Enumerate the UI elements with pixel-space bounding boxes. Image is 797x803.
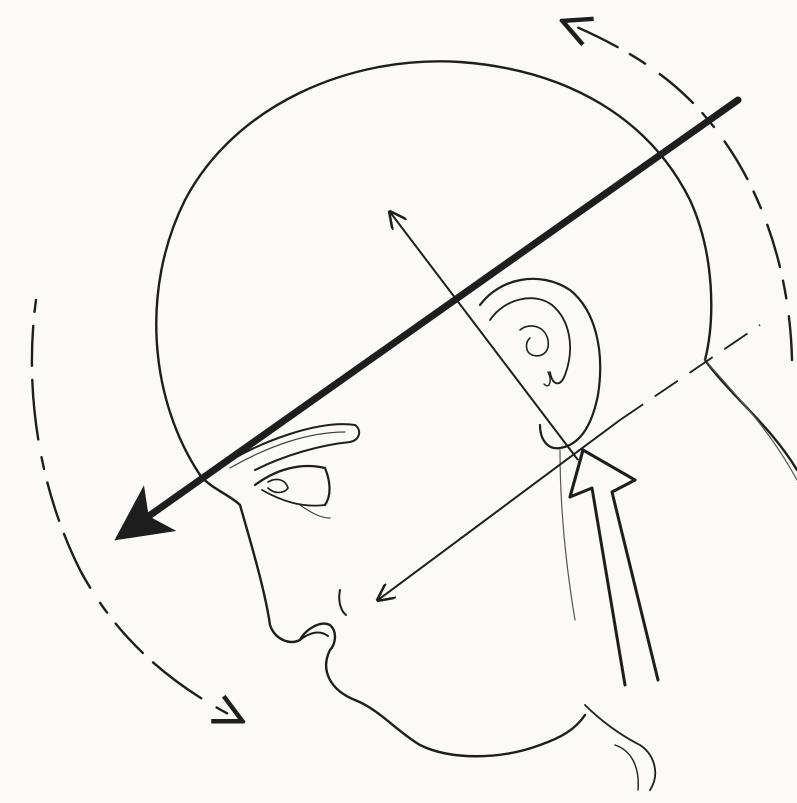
top-rotation-arc: [565, 22, 792, 360]
eyebrow: [215, 424, 359, 470]
lower-axis-dashed-extension: [620, 325, 760, 420]
neck-front-line-2: [615, 745, 638, 790]
ear-concha: [520, 326, 548, 356]
eye-upper-lid: [255, 466, 330, 505]
eye-iris: [268, 480, 288, 493]
jaw-line: [560, 450, 575, 620]
ear-outer: [480, 279, 600, 448]
eye-lower-lid: [262, 490, 325, 506]
ear-inner-helix: [490, 298, 570, 383]
main-axis-arrow: [122, 100, 738, 535]
hollow-block-arrow-head: [570, 450, 635, 497]
eye-crease: [300, 505, 330, 518]
left-rotation-arc: [32, 300, 240, 720]
upward-force-arrow: [390, 212, 578, 460]
hollow-block-arrow: [570, 450, 658, 685]
ear-lobe-detail: [544, 372, 550, 386]
nostril-line: [339, 590, 346, 615]
lower-axis-arrow: [378, 420, 620, 600]
face-profile: [200, 475, 585, 756]
